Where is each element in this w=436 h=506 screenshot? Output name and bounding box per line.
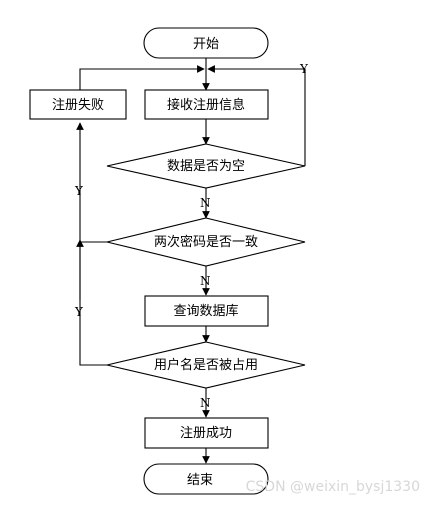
node-empty-check: 数据是否为空	[106, 143, 306, 189]
node-end-label: 结束	[187, 473, 213, 488]
node-name-check: 用户名是否被占用	[106, 341, 306, 389]
node-name-check-label: 用户名是否被占用	[154, 357, 258, 373]
node-fail: 注册失败	[29, 89, 127, 120]
label-name-yes: Y	[74, 305, 84, 319]
edge-pwd-yes	[76, 122, 109, 243]
node-end: 结束	[143, 463, 269, 495]
node-receive: 接收注册信息	[144, 89, 269, 120]
node-empty-check-label: 数据是否为空	[167, 159, 245, 174]
node-start: 开始	[143, 27, 269, 59]
node-query-db: 查询数据库	[144, 295, 269, 327]
edge-fail-loop	[79, 65, 205, 90]
node-pwd-check: 两次密码是否一致	[106, 217, 306, 267]
edge-name-yes	[79, 242, 109, 366]
edge-empty-yes	[207, 65, 306, 166]
node-start-label: 开始	[193, 37, 219, 52]
node-fail-label: 注册失败	[52, 98, 104, 113]
label-pwd-yes: Y	[74, 184, 84, 198]
node-receive-label: 接收注册信息	[167, 97, 245, 113]
node-query-db-label: 查询数据库	[173, 303, 238, 319]
node-success-label: 注册成功	[180, 426, 232, 441]
label-name-no: N	[200, 396, 211, 410]
label-pwd-no: N	[200, 274, 211, 288]
label-empty-yes: Y	[299, 62, 309, 76]
node-success: 注册成功	[144, 417, 269, 449]
edges	[76, 58, 306, 464]
node-pwd-check-label: 两次密码是否一致	[154, 234, 258, 250]
label-empty-no: N	[200, 196, 211, 210]
watermark: CSDN @weixin_bysj1330	[246, 479, 420, 495]
